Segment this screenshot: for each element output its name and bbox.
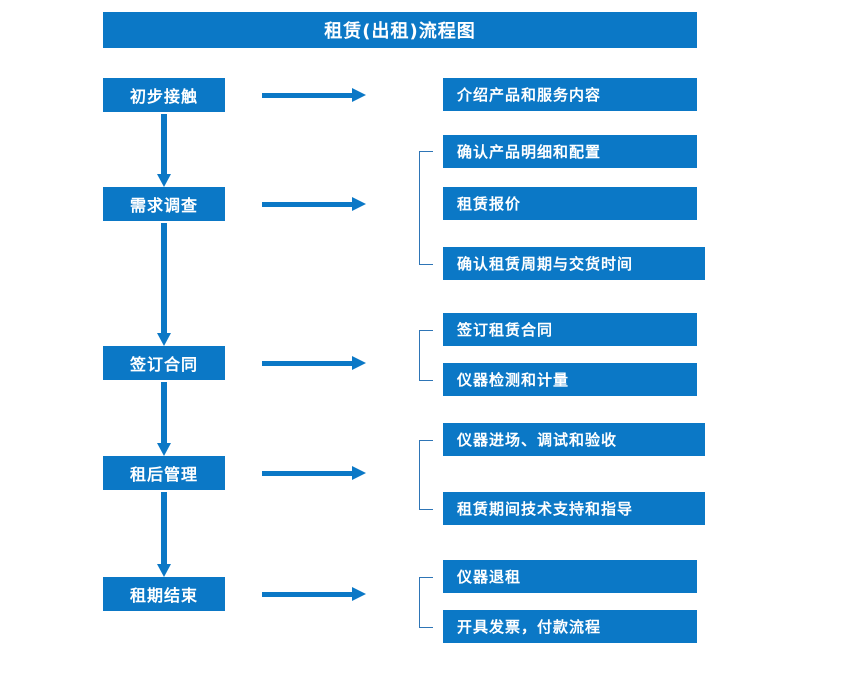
detail-box-3-2[interactable]: 仪器检测和计量	[443, 363, 697, 396]
arrow-shaft	[161, 114, 167, 174]
stage-box-2[interactable]: 需求调查	[103, 187, 225, 221]
detail-box-3-1[interactable]: 签订租赁合同	[443, 313, 697, 346]
detail-box-4-1[interactable]: 仪器进场、调试和验收	[443, 423, 705, 456]
arrow-down-1	[157, 114, 171, 187]
arrow-shaft	[262, 361, 354, 366]
detail-box-5-1[interactable]: 仪器退租	[443, 560, 697, 593]
arrow-shaft	[262, 471, 354, 476]
detail-box-4-2[interactable]: 租赁期间技术支持和指导	[443, 492, 705, 525]
arrow-down-4	[157, 492, 171, 577]
arrow-shaft	[161, 382, 167, 443]
arrow-shaft	[262, 93, 354, 98]
arrow-head	[157, 333, 171, 346]
arrow-head	[352, 88, 366, 102]
arrow-down-2	[157, 223, 171, 346]
stage-box-3[interactable]: 签订合同	[103, 346, 225, 380]
stage-box-4[interactable]: 租后管理	[103, 456, 225, 490]
arrow-head	[352, 587, 366, 601]
arrow-right-1	[262, 88, 366, 102]
arrow-head	[157, 443, 171, 456]
bracket-connector-5	[419, 577, 433, 628]
arrow-right-3	[262, 356, 366, 370]
detail-box-2-1[interactable]: 确认产品明细和配置	[443, 135, 697, 168]
detail-box-5-2[interactable]: 开具发票，付款流程	[443, 610, 697, 643]
detail-box-1-1[interactable]: 介绍产品和服务内容	[443, 78, 697, 111]
detail-box-2-3[interactable]: 确认租赁周期与交货时间	[443, 247, 705, 280]
stage-box-5[interactable]: 租期结束	[103, 577, 225, 611]
arrow-right-2	[262, 197, 366, 211]
arrow-head	[352, 356, 366, 370]
arrow-down-3	[157, 382, 171, 456]
arrow-shaft	[262, 592, 354, 597]
stage-box-1[interactable]: 初步接触	[103, 78, 225, 112]
arrow-shaft	[161, 492, 167, 564]
arrow-right-5	[262, 587, 366, 601]
arrow-head	[352, 466, 366, 480]
detail-box-2-2[interactable]: 租赁报价	[443, 187, 697, 220]
arrow-head	[157, 564, 171, 577]
arrow-head	[352, 197, 366, 211]
arrow-right-4	[262, 466, 366, 480]
bracket-connector-3	[419, 330, 433, 381]
arrow-shaft	[161, 223, 167, 333]
arrow-head	[157, 174, 171, 187]
arrow-shaft	[262, 202, 354, 207]
bracket-connector-4	[419, 440, 433, 510]
flowchart-title: 租赁(出租)流程图	[103, 12, 697, 48]
bracket-connector-2	[419, 151, 433, 265]
